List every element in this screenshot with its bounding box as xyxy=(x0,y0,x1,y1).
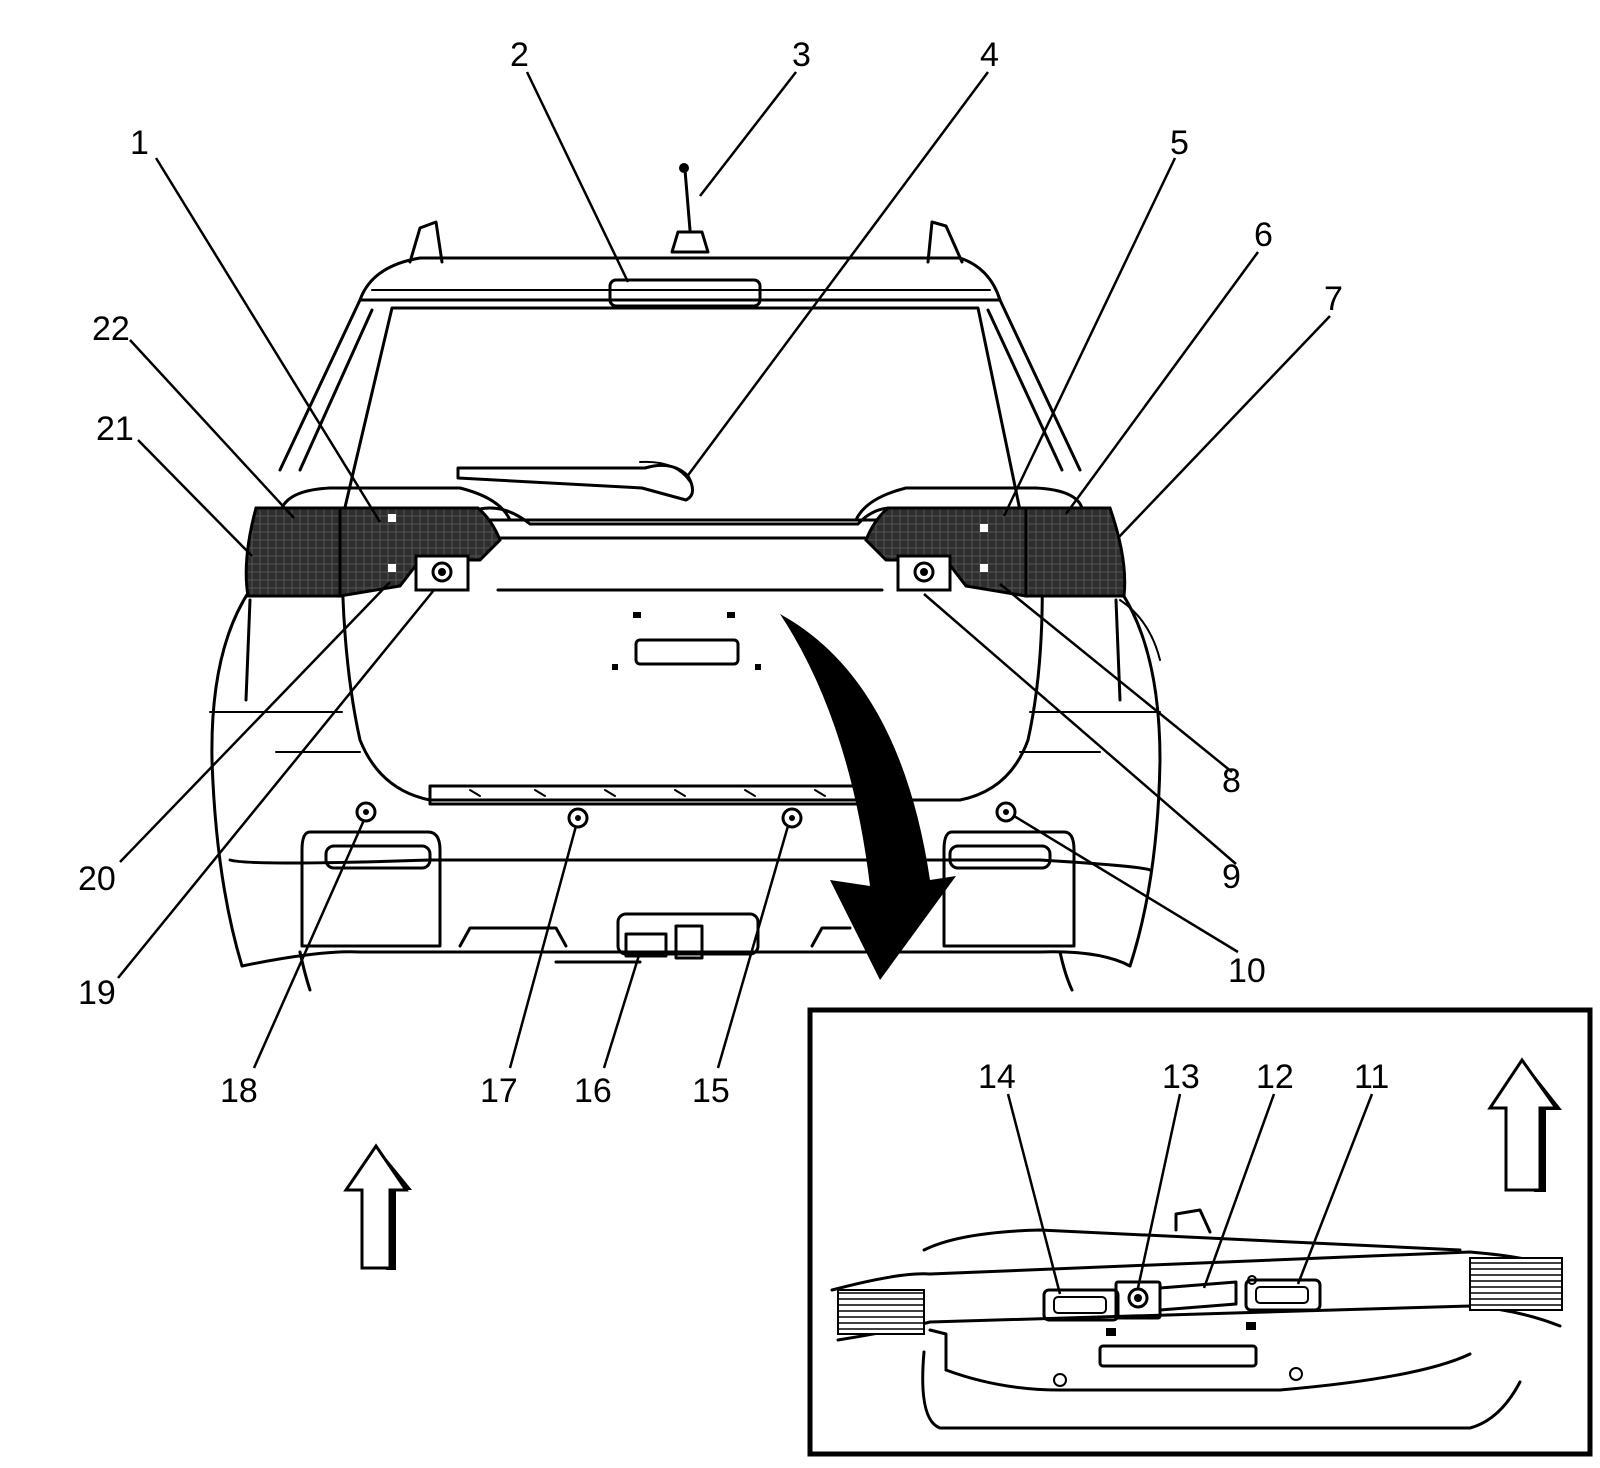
callout-18: 18 xyxy=(220,1072,258,1110)
callout-1: 1 xyxy=(130,124,149,162)
callout-8: 8 xyxy=(1222,762,1241,800)
callout-labels: 1 2 3 4 5 6 7 8 9 10 11 12 13 14 15 16 1… xyxy=(78,36,1389,1110)
left-bumper-reflector xyxy=(300,830,442,948)
inset-component-13 xyxy=(1114,1280,1162,1320)
curved-arrow-icon xyxy=(780,614,956,980)
high-mount-stop-lamp xyxy=(608,278,762,308)
park-assist-sensor-10 xyxy=(995,801,1017,823)
callout-15: 15 xyxy=(692,1072,730,1110)
callout-13: 13 xyxy=(1162,1058,1200,1096)
callout-11: 11 xyxy=(1354,1058,1389,1096)
callout-19: 19 xyxy=(78,974,116,1012)
callout-16: 16 xyxy=(574,1072,612,1110)
park-assist-sensor-15 xyxy=(781,807,803,829)
callout-10: 10 xyxy=(1228,952,1266,990)
callout-22: 22 xyxy=(92,310,130,348)
callout-4: 4 xyxy=(980,36,999,74)
callout-17: 17 xyxy=(480,1072,518,1110)
up-arrow-icon xyxy=(1487,1057,1562,1192)
inset-component-11 xyxy=(1244,1275,1322,1312)
inset-component-14 xyxy=(1042,1288,1120,1322)
rear-bumper xyxy=(228,858,1152,872)
park-assist-sensor-18 xyxy=(355,801,377,823)
callout-7: 7 xyxy=(1324,280,1343,318)
leader-lines xyxy=(117,71,1374,1295)
callout-12: 12 xyxy=(1256,1058,1294,1096)
callout-9: 9 xyxy=(1222,858,1241,896)
license-lamp-recess xyxy=(634,638,740,666)
inset-detail xyxy=(807,1007,1593,1457)
park-assist-sensor-17 xyxy=(567,807,589,829)
callout-3: 3 xyxy=(792,36,811,74)
inset-component-12 xyxy=(1158,1280,1238,1312)
callout-5: 5 xyxy=(1170,124,1189,162)
up-arrow-icon xyxy=(343,1143,412,1270)
right-roof-rail xyxy=(926,220,964,264)
rear-wiper xyxy=(456,460,694,502)
callout-21: 21 xyxy=(96,410,134,448)
callout-20: 20 xyxy=(78,860,116,898)
trailer-hitch-connector xyxy=(554,912,760,964)
callout-14: 14 xyxy=(978,1058,1016,1096)
left-roof-rail xyxy=(408,220,444,264)
roof-spoiler xyxy=(358,256,1002,302)
callout-6: 6 xyxy=(1254,216,1273,254)
right-tail-lamp xyxy=(854,486,1127,598)
right-bumper-reflector xyxy=(942,830,1076,948)
callout-2: 2 xyxy=(510,36,529,74)
antenna xyxy=(670,163,710,254)
left-tail-lamp xyxy=(244,486,512,598)
